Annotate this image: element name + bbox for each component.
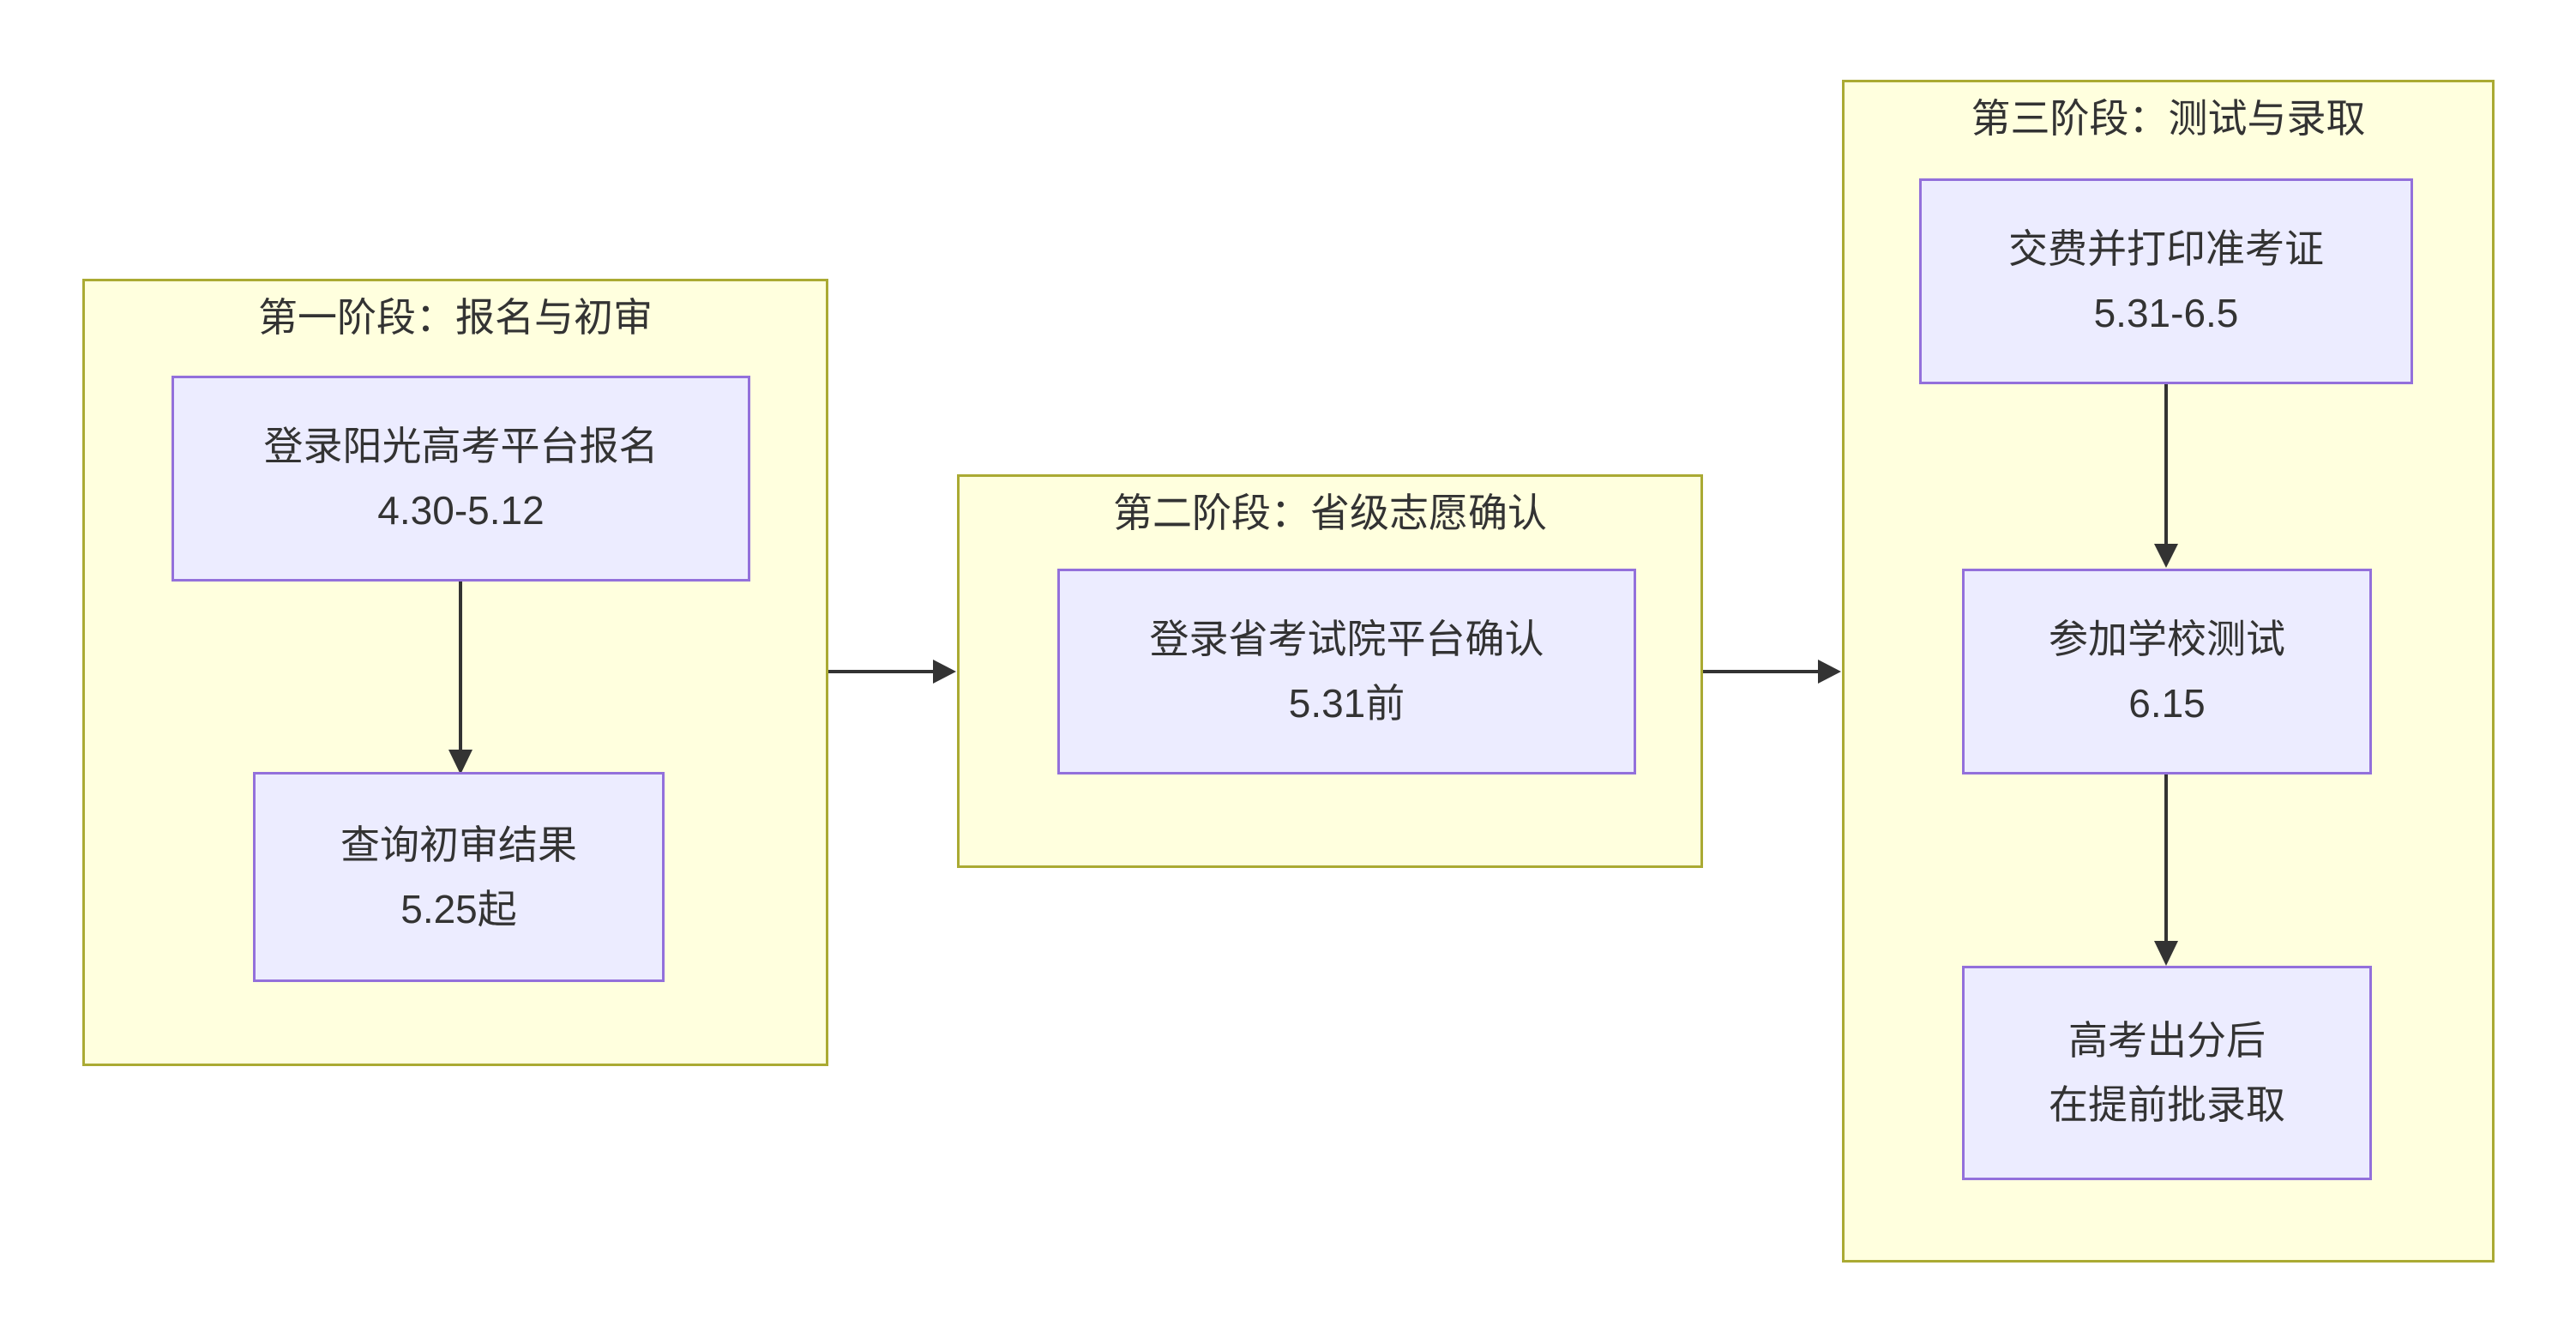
node-school-test: 参加学校测试 6.15 xyxy=(1962,569,2372,774)
node-pay-print-date: 5.31-6.5 xyxy=(2093,291,2239,335)
arrow-register-to-check xyxy=(448,582,472,774)
node-check-result: 查询初审结果 5.25起 xyxy=(253,772,665,982)
node-check-result-date: 5.25起 xyxy=(400,886,517,931)
arrow-stage2-to-stage3 xyxy=(1703,660,1841,684)
node-confirm-province-date: 5.31前 xyxy=(1288,681,1405,726)
node-confirm-province-label: 登录省考试院平台确认 xyxy=(1149,617,1544,661)
stage-1-title: 第一阶段：报名与初审 xyxy=(258,295,653,340)
node-early-admission-line1: 高考出分后 xyxy=(2068,1018,2266,1063)
stage-2-title: 第二阶段：省级志愿确认 xyxy=(1113,491,1547,535)
node-school-test-label: 参加学校测试 xyxy=(2049,617,2285,661)
stage-3-title: 第三阶段：测试与录取 xyxy=(1971,96,2366,141)
node-confirm-province: 登录省考试院平台确认 5.31前 xyxy=(1057,569,1636,774)
arrow-pay-to-test xyxy=(2154,384,2178,568)
arrow-stage1-to-stage2 xyxy=(828,660,956,684)
arrow-test-to-admission xyxy=(2154,774,2178,966)
node-early-admission-line2: 在提前批录取 xyxy=(2049,1082,2285,1127)
node-register-platform-label: 登录阳光高考平台报名 xyxy=(263,424,659,468)
node-register-platform: 登录阳光高考平台报名 4.30-5.12 xyxy=(172,376,750,582)
node-early-admission: 高考出分后 在提前批录取 xyxy=(1962,966,2372,1180)
node-school-test-date: 6.15 xyxy=(2128,681,2206,726)
node-pay-print-label: 交费并打印准考证 xyxy=(2008,226,2324,271)
node-register-platform-date: 4.30-5.12 xyxy=(377,488,545,533)
node-check-result-label: 查询初审结果 xyxy=(340,822,577,867)
node-pay-print: 交费并打印准考证 5.31-6.5 xyxy=(1919,178,2413,384)
